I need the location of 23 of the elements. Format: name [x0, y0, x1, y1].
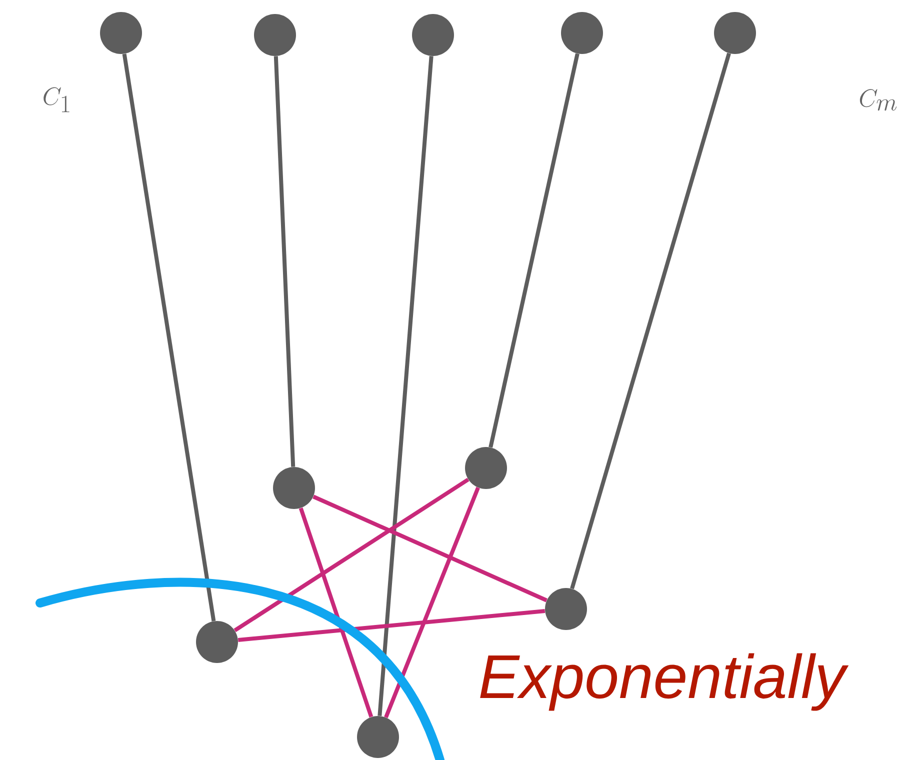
vertex-dot [465, 447, 507, 489]
line [234, 478, 470, 632]
line [488, 53, 580, 448]
vertex-dot [196, 621, 238, 663]
line [238, 609, 546, 642]
math-label: $C_1$ [44, 87, 70, 112]
vertex-dot [254, 14, 296, 56]
vertex-dot [273, 467, 315, 509]
vertex-dot [545, 588, 587, 630]
line [312, 494, 548, 602]
line [122, 54, 216, 622]
vertex-dot [100, 12, 142, 54]
vertex-dot [412, 14, 454, 56]
vertex-dot [357, 716, 399, 758]
vertex-dot [561, 12, 603, 54]
math-label: $C_m$ [860, 89, 897, 111]
line [274, 56, 296, 467]
line [384, 486, 480, 718]
line [378, 56, 434, 716]
line [570, 52, 731, 590]
line [298, 507, 374, 718]
vertex-dot [714, 12, 756, 54]
text-label: Exponentially [480, 653, 849, 711]
